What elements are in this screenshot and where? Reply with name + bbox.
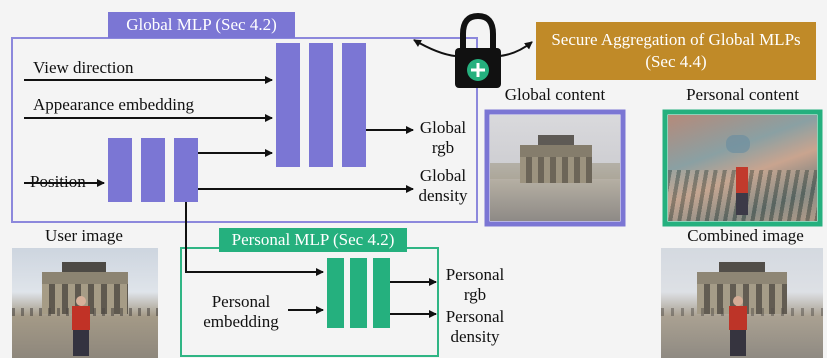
personal-embedding-line-2: embedding [203, 312, 279, 331]
global-content-frame [484, 109, 626, 227]
global-layer-3 [342, 43, 366, 167]
global-density-label: Global density [414, 166, 472, 206]
appearance-embedding-label: Appearance embedding [33, 95, 194, 114]
personal-mlp-title: Personal MLP (Sec 4.2) [231, 230, 395, 249]
personal-density-line-1: Personal [445, 307, 505, 326]
personal-mlp-title-bg [219, 228, 407, 252]
global-rgb-line-1: Global [419, 118, 467, 137]
personal-layer-3 [373, 258, 390, 328]
position-to-personal-arrow [185, 202, 324, 276]
combined-image-caption: Combined image [687, 226, 804, 245]
secure-aggregation-line-2: (Sec 4.4) [645, 52, 707, 71]
global-content-image [490, 115, 620, 221]
personal-density-line-2: density [450, 327, 500, 346]
personal-rgb-line-2: rgb [463, 285, 487, 304]
position-layer-2 [141, 138, 165, 202]
personal-content-frame [662, 109, 823, 227]
position-layer-3 [174, 138, 198, 202]
personal-layer-1 [327, 258, 344, 328]
user-image [12, 248, 158, 358]
sync-arrow-right [499, 41, 533, 57]
personal-embedding-line-1: Personal [211, 292, 271, 311]
global-mlp-title: Global MLP (Sec 4.2) [126, 15, 277, 34]
view-direction-label: View direction [33, 58, 134, 77]
position-layer-1 [108, 138, 132, 202]
global-mlp-title-bg [108, 12, 295, 38]
global-content-caption: Global content [504, 85, 606, 104]
personal-density-label: Personal density [440, 307, 510, 347]
sync-arrow-left [413, 39, 456, 57]
position-label: Position [30, 172, 86, 191]
combined-image [661, 248, 823, 358]
personal-layer-2 [350, 258, 367, 328]
personal-content-caption: Personal content [686, 85, 799, 104]
global-rgb-line-2: rgb [431, 138, 455, 157]
user-image-caption: User image [45, 226, 123, 245]
global-density-line-1: Global [419, 166, 467, 185]
global-density-line-2: density [418, 186, 468, 205]
personal-rgb-line-1: Personal [445, 265, 505, 284]
global-layer-2 [309, 43, 333, 167]
personal-embedding-label: Personal embedding [196, 292, 286, 332]
personal-content-image [668, 115, 817, 221]
secure-aggregation-line-1: Secure Aggregation of Global MLPs [551, 30, 801, 49]
global-rgb-label: Global rgb [414, 118, 472, 158]
padlock-plus-icon [455, 12, 501, 88]
secure-aggregation-box [536, 22, 816, 80]
secure-aggregation-label: Secure Aggregation of Global MLPs (Sec 4… [536, 29, 816, 73]
global-layer-1 [276, 43, 300, 167]
personal-rgb-label: Personal rgb [440, 265, 510, 305]
